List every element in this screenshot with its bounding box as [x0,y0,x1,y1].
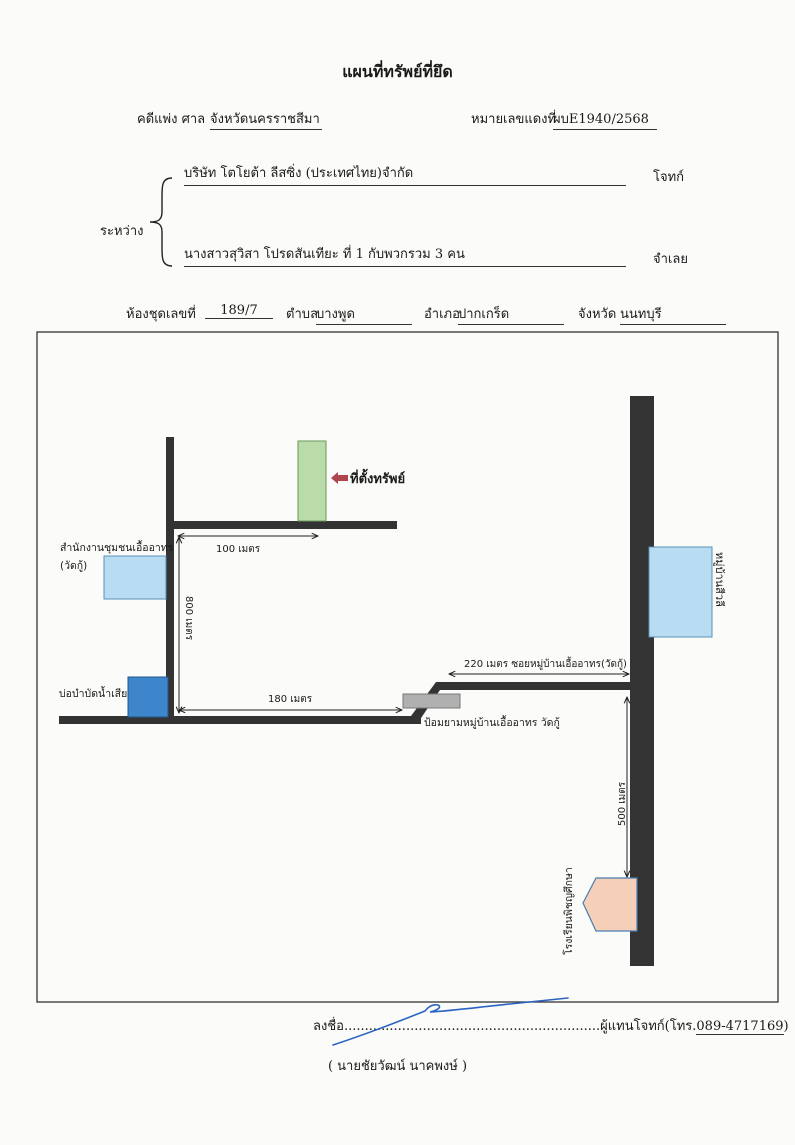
road-left-vertical [166,437,174,722]
handwritten-signature [332,997,569,1046]
red-arrow-icon [331,472,348,484]
guard-house-block [402,693,461,709]
school-label: โรงเรียนพิชญศึกษา [562,867,575,955]
road-bottom-horizontal [59,716,421,724]
village-label: หมู่บ้านสีวลี [713,552,726,607]
signer-name: ( นายชัยวัฒน์ นาคพงษ์ ) [327,1059,468,1074]
unit-no: 189/7 [205,303,273,319]
road-main-right [630,396,654,966]
community-office-block [103,555,167,600]
sign-dots: ........................................… [343,1019,601,1034]
distance-800m: 800 เมตร [183,596,194,641]
property-label: ที่ตั้งทรัพย์ [350,468,405,487]
subdistrict-label: ตำบล [286,307,318,322]
pond-block [127,676,169,718]
defendant-name: นางสาวสุวิสา โปรดสันเทียะ ที่ 1 กับพวกรว… [184,243,626,267]
school-block [582,877,638,932]
road-soi [411,682,637,724]
province-value: นนทบุรี [620,303,726,325]
office-label: สำนักงานชุมชนเอื้ออาทร [60,540,174,554]
distance-220m: 220 เมตร ซอยหมู่บ้านเอื้ออาทร(วัดกู้) [464,656,627,670]
phone-number: 089-4717169 [696,1019,784,1035]
red-no: ผบE1940/2568 [553,108,657,130]
case-label: คดีแพ่ง ศาล [137,112,206,127]
distance-180m: 180 เมตร [268,694,313,705]
office-label-2: (วัดกู้) [60,560,87,572]
roads [59,396,654,966]
page-title: แผนที่ทรัพย์ที่ยึด [342,62,453,81]
between-label: ระหว่าง [100,224,144,239]
defendant-role: จำเลย [653,252,688,267]
distance-500m: 500 เมตร [617,781,628,826]
unit-label: ห้องชุดเลขที่ [126,307,196,322]
court-name: จังหวัดนครราชสีมา [210,108,322,130]
plaintiff-role: โจทก์ [653,170,685,185]
province-label: จังหวัด [578,307,617,322]
rep-label: ผู้แทนโจทก์(โทร. [600,1019,697,1034]
distance-100m: 100 เมตร [216,544,261,555]
guard-house-label: ป้อมยามหมู่บ้านเอื้ออาทร วัดกู้ [424,715,560,729]
subdistrict-value: บางพูด [316,303,412,325]
district-label: อำเภอ [424,307,460,322]
map-frame [36,331,779,1003]
village-block [648,546,713,638]
property-marker [297,440,327,522]
sign-label: ลงชื่อ [313,1019,344,1034]
rep-close: ) [783,1019,789,1034]
plaintiff-name: บริษัท โตโยต้า ลีสซิ่ง (ประเทศไทย)จำกัด [184,162,626,186]
brace-icon [149,177,173,267]
district-value: ปากเกร็ด [458,303,564,325]
red-no-label: หมายเลขแดงที่ [471,112,557,127]
road-top-horizontal [170,521,397,529]
pond-label: บ่อบำบัดน้ำเสีย [59,686,127,700]
signature-line: ลงชื่อ..................................… [313,1015,789,1036]
